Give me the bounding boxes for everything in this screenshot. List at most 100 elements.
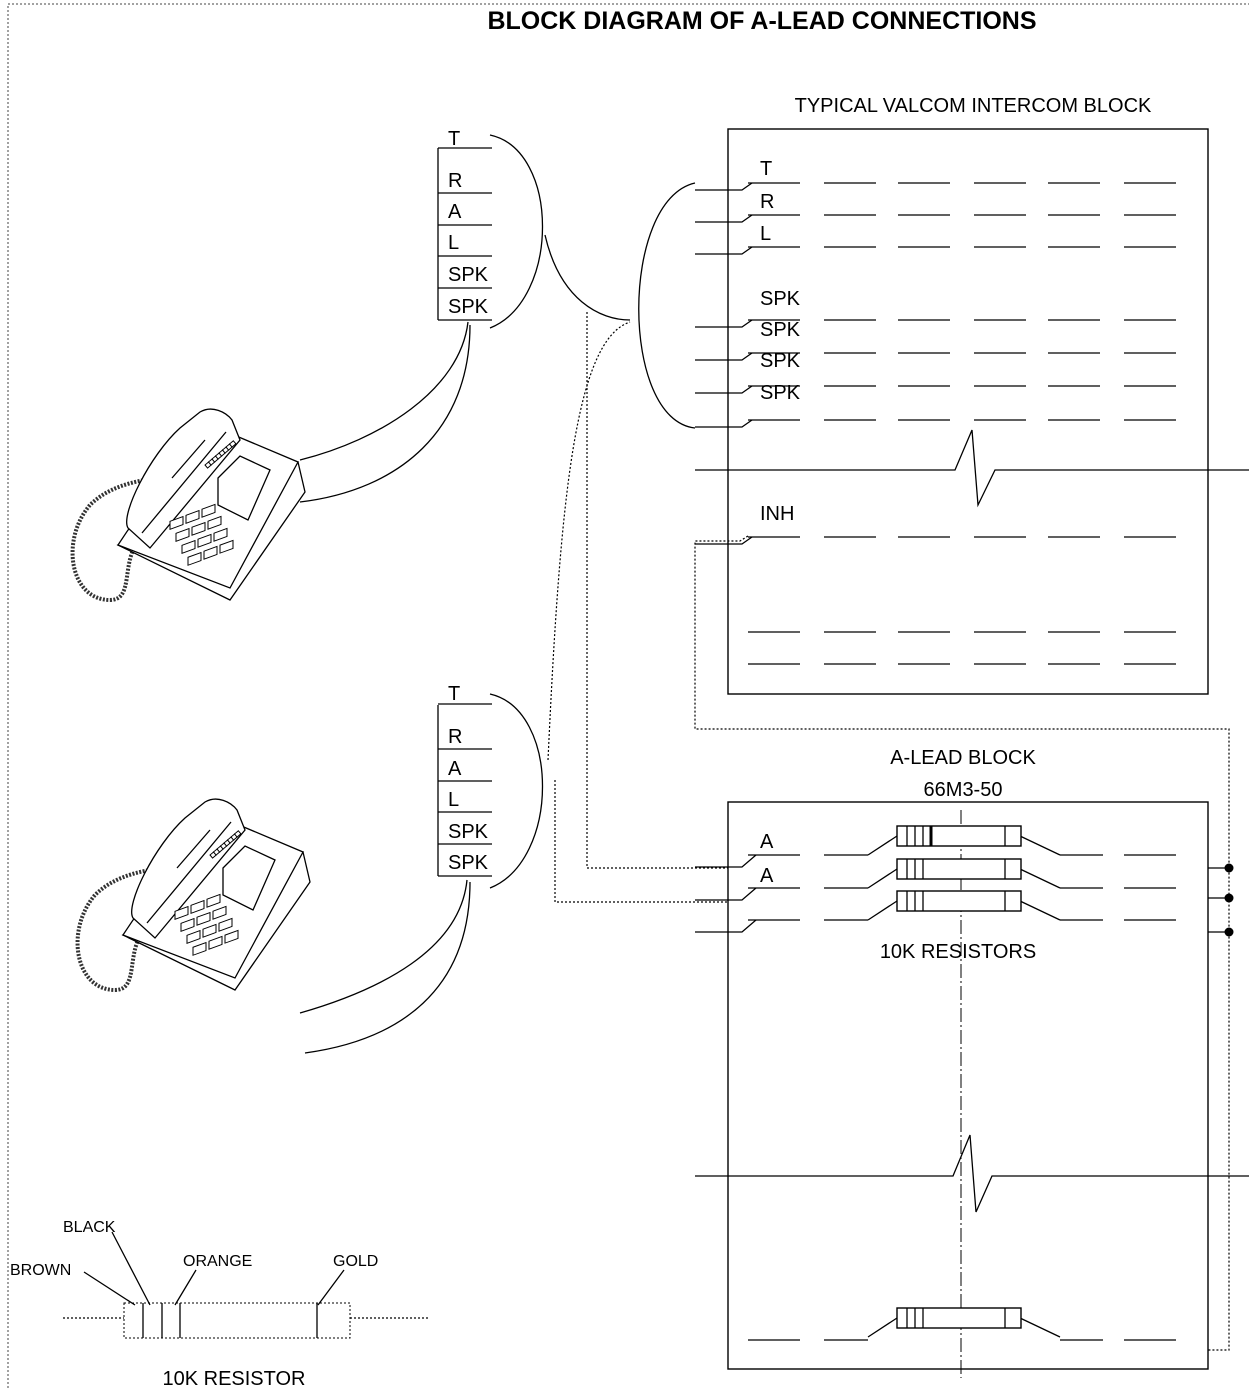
- resistor-icon: [867, 1307, 1061, 1338]
- resistor-body: [896, 1307, 1022, 1329]
- phone-key: [192, 941, 207, 956]
- intercom-stub-5: [695, 385, 753, 394]
- station-1-bracket: [489, 134, 544, 329]
- phone-key: [196, 911, 211, 926]
- phone-handset: [126, 408, 241, 549]
- phone-key: [181, 539, 196, 554]
- station-1-terminal-lines: [438, 147, 492, 321]
- phone-key: [201, 503, 216, 518]
- phone-key: [174, 905, 189, 921]
- phone-key: [175, 527, 190, 542]
- resistor-body: [896, 825, 1022, 847]
- intercom-terminal-labels: T R L SPK SPK SPK SPK INH: [760, 158, 801, 525]
- phone-key: [180, 917, 195, 932]
- intercom-terminal-rows: [695, 182, 1176, 665]
- station-1-block: T R A L SPK SPK: [437, 128, 544, 329]
- station-2-cable-b: [304, 881, 471, 1054]
- intercom-stub-1: [695, 214, 753, 223]
- phone-handset-edge: [146, 821, 232, 924]
- page-frame: [7, 3, 1249, 1388]
- phone-display: [222, 845, 276, 911]
- a-lead-break-line: [695, 1134, 1249, 1213]
- phone-key: [197, 533, 212, 548]
- phone-key: [202, 923, 217, 938]
- phone-key: [191, 521, 206, 536]
- page-title: BLOCK DIAGRAM OF A-LEAD CONNECTIONS: [487, 7, 1036, 35]
- station-2-bracket: [489, 693, 544, 889]
- phone-handset-grip: [176, 829, 211, 869]
- station-2-label-spk-2: SPK: [448, 852, 489, 874]
- resistor-lead-right: [1019, 900, 1061, 921]
- phone-display: [217, 455, 271, 521]
- a-lead-label-a-1: A: [760, 831, 774, 853]
- legend-band-black: BLACK: [63, 1219, 116, 1236]
- legend-band-gold: GOLD: [333, 1253, 378, 1270]
- resistor-lead-left: [867, 868, 898, 889]
- phone-key: [190, 899, 205, 914]
- intercom-label-spk-2: SPK: [760, 319, 801, 341]
- station-1-label-spk-1: SPK: [448, 264, 489, 286]
- a-lead-block-model: 66M3-50: [924, 779, 1003, 801]
- intercom-stub-6: [695, 419, 753, 428]
- intercom-stub-7: [695, 536, 753, 545]
- intercom-label-spk-4: SPK: [760, 382, 801, 404]
- telephone-icon: [70, 408, 306, 603]
- phone-speaker-slot: [228, 440, 237, 448]
- phone-cord: [70, 476, 161, 603]
- phone-handset-grip: [171, 439, 206, 479]
- phone-key: [213, 527, 228, 542]
- intercom-label-spk-3: SPK: [760, 350, 801, 372]
- phone-key: [185, 509, 200, 524]
- telephone-icon: [75, 798, 311, 993]
- legend-resistor-bands: [142, 1303, 318, 1338]
- resistor-lead-right: [1019, 1317, 1061, 1338]
- resistor-body: [896, 858, 1022, 880]
- resistor-lead-right: [1019, 868, 1061, 889]
- resistor-icon: [63, 1302, 428, 1339]
- station-1-label-l: L: [448, 232, 459, 254]
- station-2-label-r: R: [448, 726, 462, 748]
- legend-title: 10K RESISTOR: [162, 1368, 305, 1388]
- intercom-label-r: R: [760, 191, 774, 213]
- intercom-stub-3: [695, 319, 753, 328]
- station-2-label-t: T: [448, 683, 460, 705]
- intercom-label-t: T: [760, 158, 772, 180]
- resistor-legend: BROWN BLACK ORANGE GOLD 10K RESISTOR: [10, 1219, 428, 1388]
- legend-leaders: [83, 1231, 345, 1306]
- station-2-label-a: A: [448, 758, 462, 780]
- intercom-label-inh: INH: [760, 503, 794, 525]
- phone-key: [203, 545, 218, 560]
- resistors-label: 10K RESISTORS: [880, 941, 1036, 963]
- a-lead-wire-station-2-up: [547, 321, 631, 761]
- station-2-terminal-lines: [438, 703, 492, 877]
- legend-resistor-body: [123, 1302, 351, 1339]
- station-2-cable-a: [299, 879, 468, 1014]
- resistor-lead-left: [867, 835, 898, 856]
- station-1-label-r: R: [448, 170, 462, 192]
- intercom-break-line: [695, 429, 1249, 508]
- a-lead-stub-0: [695, 854, 757, 868]
- station-2-label-l: L: [448, 789, 459, 811]
- resistor-icon: [867, 825, 1061, 856]
- intercom-label-l: L: [760, 223, 771, 245]
- station-2-block: T R A L SPK SPK: [437, 683, 544, 889]
- phone-key: [186, 929, 201, 944]
- station-1-label-spk-2: SPK: [448, 296, 489, 318]
- intercom-stub-0: [695, 182, 753, 191]
- phone-key: [169, 515, 184, 531]
- a-lead-stub-2: [695, 919, 757, 933]
- phone-key: [218, 917, 233, 932]
- resistors: [867, 825, 1061, 1338]
- intercom-label-spk-1: SPK: [760, 288, 801, 310]
- phone-speaker-slot: [233, 830, 242, 838]
- phone-key: [224, 929, 239, 944]
- resistor-lead-right: [1019, 835, 1061, 856]
- a-lead-block-title: A-LEAD BLOCK: [890, 747, 1036, 769]
- a-lead-terminal-rows: [695, 854, 1176, 1341]
- a-lead-label-a-2: A: [760, 865, 774, 887]
- a-lead-block-box: [727, 801, 1209, 1370]
- resistor-lead-left: [867, 1317, 898, 1338]
- resistor-icon: [867, 858, 1061, 889]
- phone-handset: [131, 798, 246, 939]
